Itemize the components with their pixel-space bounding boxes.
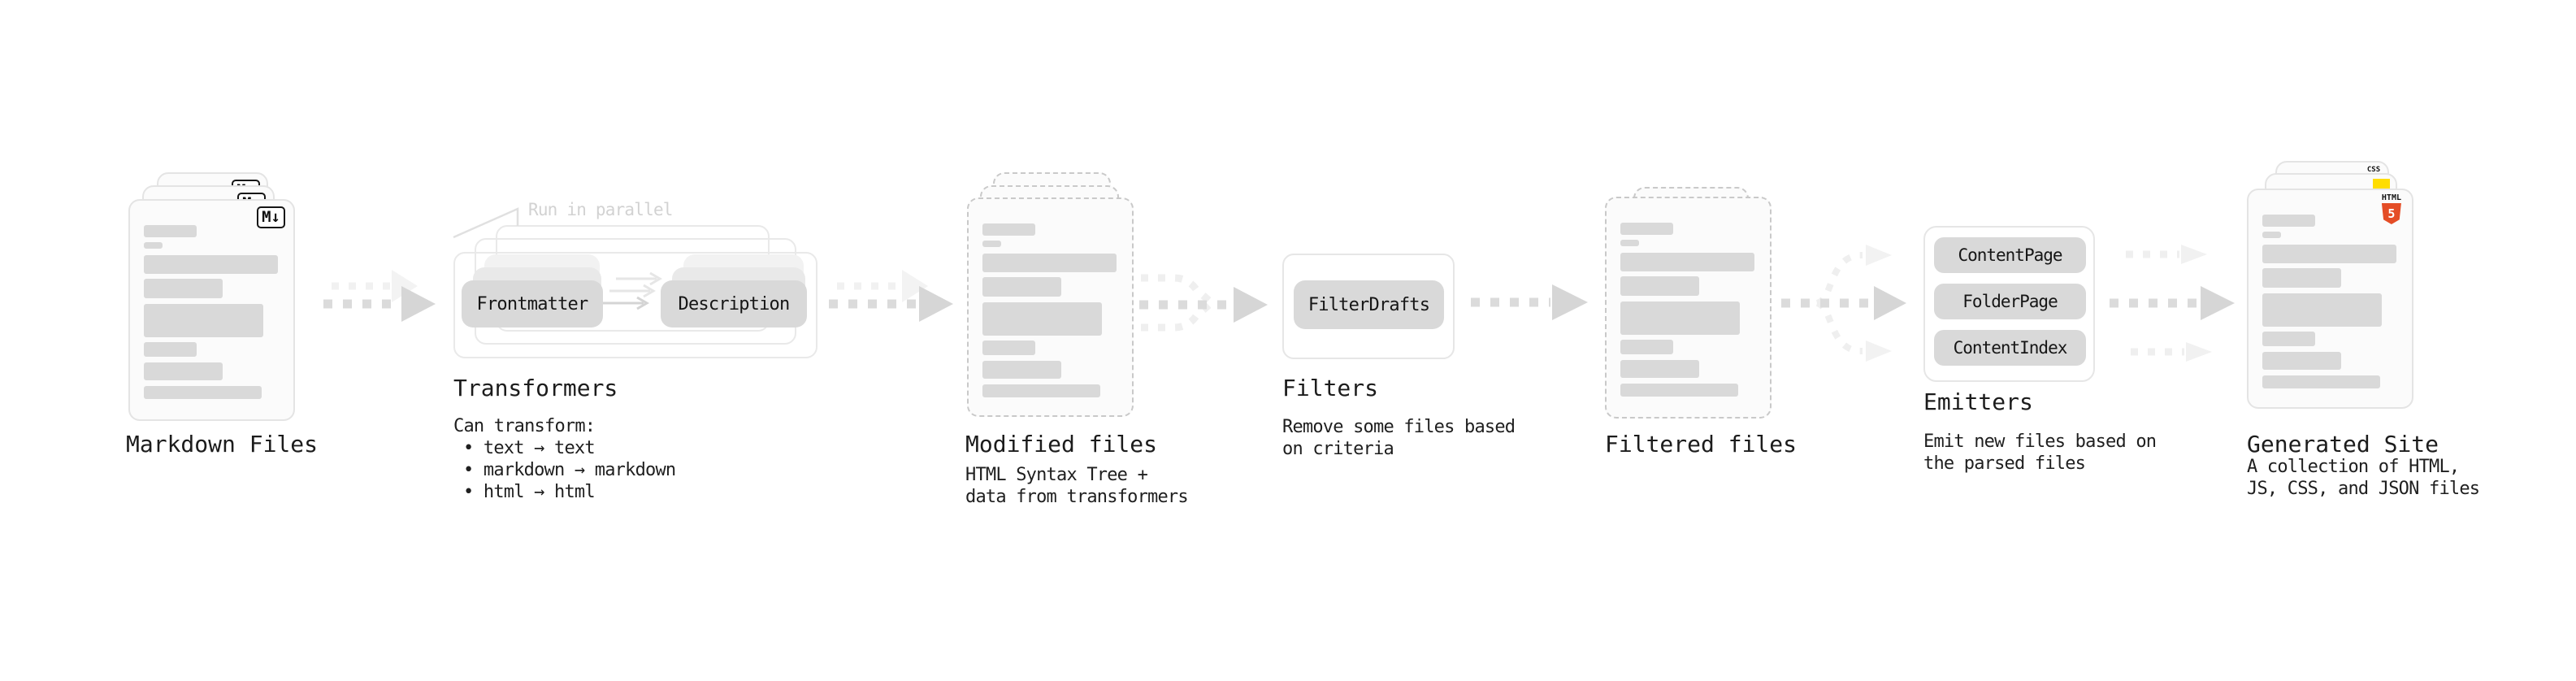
transformer-box-front — [453, 252, 817, 358]
skeleton-bar — [144, 225, 197, 237]
skeleton-bar — [144, 362, 223, 380]
file-skeleton — [969, 223, 1132, 397]
skeleton-bar — [144, 304, 263, 337]
emitter-pill-folderpage: FolderPage — [1934, 284, 2086, 319]
stage-label: Filtered files — [1605, 431, 1798, 458]
transformer-pill-frontmatter: Frontmatter — [462, 280, 603, 327]
skeleton-bar — [144, 342, 197, 357]
markdown-icon: M↓ — [257, 206, 285, 228]
skeleton-bar — [144, 279, 223, 298]
skeleton-bar — [2262, 245, 2396, 263]
skeleton-bar — [2262, 268, 2341, 288]
skeleton-bar — [2262, 232, 2281, 238]
skeleton-bar — [2262, 352, 2341, 370]
file-skeleton — [2249, 215, 2412, 388]
skeleton-bar — [144, 386, 262, 399]
js-icon — [2373, 179, 2390, 189]
flow-merge-arrow-icon — [1139, 274, 1268, 332]
stage-description: Can transform: • text → text • markdown … — [453, 416, 676, 502]
flow-arrow-right-icon — [1471, 284, 1588, 320]
skeleton-bar — [1620, 240, 1639, 246]
flow-triple-arrow-icon — [2110, 245, 2235, 362]
skeleton-bar — [2262, 293, 2382, 327]
skeleton-bar — [982, 241, 1001, 247]
stage-label: Markdown Files — [126, 431, 319, 458]
file-skeleton — [1607, 223, 1770, 397]
stage-label: Transformers — [453, 375, 618, 401]
skeleton-bar — [144, 242, 163, 249]
file-card-front: HTML 5 — [2247, 189, 2413, 409]
skeleton-bar — [1620, 223, 1673, 235]
skeleton-bar — [982, 277, 1061, 297]
skeleton-bar — [1620, 384, 1738, 397]
stage-description: HTML Syntax Tree + data from transformer… — [965, 465, 1189, 507]
skeleton-bar — [982, 254, 1117, 272]
flow-arrow-right-icon — [323, 270, 436, 322]
skeleton-bar — [2262, 375, 2380, 388]
emitter-pill-contentindex: ContentIndex — [1934, 330, 2086, 366]
skeleton-bar — [2262, 332, 2315, 346]
file-card-front — [967, 197, 1134, 417]
skeleton-bar — [1620, 276, 1699, 296]
skeleton-bar — [982, 384, 1100, 397]
stage-description: A collection of HTML, JS, CSS, and JSON … — [2247, 457, 2480, 499]
callout-line — [453, 207, 519, 239]
skeleton-bar — [982, 361, 1061, 379]
emitter-pill-contentpage: ContentPage — [1934, 237, 2086, 273]
skeleton-bar — [982, 302, 1102, 336]
skeleton-bar — [1620, 301, 1740, 335]
file-card-front — [1605, 197, 1772, 419]
html5-icon: HTML 5 — [2381, 194, 2401, 224]
skeleton-bar — [982, 340, 1035, 355]
skeleton-bar — [2262, 215, 2315, 227]
file-card-front: M↓ — [128, 199, 295, 421]
transformer-pill-description: Description — [661, 280, 807, 327]
stage-label: Filters — [1282, 375, 1379, 401]
stage-label: Emitters — [1923, 388, 2033, 415]
stage-description: Emit new files based on the parsed files — [1923, 432, 2157, 474]
skeleton-bar — [982, 223, 1035, 236]
stage-label: Modified files — [965, 431, 1158, 458]
flow-arrow-right-icon — [829, 270, 953, 322]
run-in-parallel-annotation: Run in parallel — [528, 200, 673, 219]
filter-pill-filterdrafts: FilterDrafts — [1294, 280, 1444, 329]
skeleton-bar — [1620, 340, 1673, 354]
flow-fanout-arrow-icon — [1781, 245, 1906, 362]
stage-label: Generated Site — [2247, 431, 2439, 458]
skeleton-bar — [1620, 253, 1754, 271]
stage-description: Remove some files based on criteria — [1282, 417, 1516, 459]
skeleton-bar — [1620, 360, 1699, 378]
parallel-arrows-icon — [603, 271, 662, 310]
file-skeleton — [130, 225, 293, 399]
skeleton-bar — [144, 255, 278, 274]
